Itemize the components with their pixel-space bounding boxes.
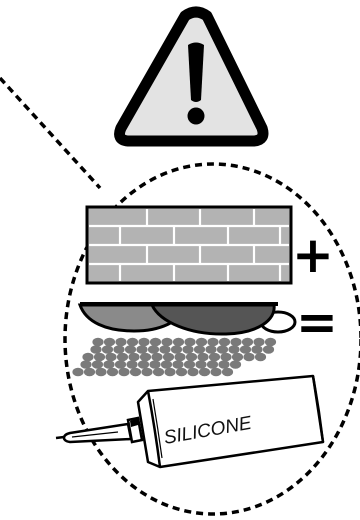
pebble <box>126 360 137 369</box>
pebble <box>196 338 207 347</box>
pebble <box>218 360 229 369</box>
pebble <box>199 368 210 377</box>
pebble <box>197 353 208 362</box>
pebble <box>161 338 172 347</box>
pebble <box>150 338 161 347</box>
pebble <box>172 360 183 369</box>
pebble <box>255 353 266 362</box>
pebble <box>128 353 139 362</box>
pebble <box>84 368 95 377</box>
pebble <box>82 353 93 362</box>
pebble <box>163 353 174 362</box>
pebble <box>161 360 172 369</box>
pebble <box>230 360 241 369</box>
pebble <box>230 338 241 347</box>
pebble <box>102 345 113 354</box>
pebble <box>184 338 195 347</box>
pebble <box>209 353 220 362</box>
pebble <box>107 368 118 377</box>
warning-triangle-icon <box>120 12 263 141</box>
pebble <box>210 368 221 377</box>
pebble <box>253 338 264 347</box>
pebble <box>94 353 105 362</box>
pebble <box>138 360 149 369</box>
pebble <box>176 368 187 377</box>
pebble <box>80 360 91 369</box>
pebble <box>242 338 253 347</box>
pebble <box>240 345 251 354</box>
pebble <box>113 345 124 354</box>
pebble <box>184 360 195 369</box>
pebble <box>222 368 233 377</box>
pebble <box>159 345 170 354</box>
silicone-tube-icon <box>56 376 323 467</box>
pebble <box>228 345 239 354</box>
pebble <box>72 368 83 377</box>
pebble <box>125 345 136 354</box>
pebble <box>207 360 218 369</box>
pebble <box>243 353 254 362</box>
pebble <box>164 368 175 377</box>
pebble <box>182 345 193 354</box>
stone-discs <box>80 304 295 334</box>
pebble <box>95 368 106 377</box>
pebble <box>105 353 116 362</box>
pebble <box>251 345 262 354</box>
pebble <box>130 368 141 377</box>
pebble <box>140 353 151 362</box>
pebble <box>265 338 276 347</box>
pebble <box>92 338 103 347</box>
pebble <box>136 345 147 354</box>
pebble <box>187 368 198 377</box>
gravel-pebbles <box>72 338 276 377</box>
pebble <box>186 353 197 362</box>
pebble <box>153 368 164 377</box>
pebble <box>141 368 152 377</box>
leader-line <box>0 78 100 188</box>
pebble <box>207 338 218 347</box>
pebble <box>194 345 205 354</box>
pebble <box>118 368 129 377</box>
pebble <box>174 353 185 362</box>
brick-wall-icon <box>87 207 291 283</box>
pebble <box>151 353 162 362</box>
pebble <box>127 338 138 347</box>
pebble <box>219 338 230 347</box>
pebble <box>263 345 274 354</box>
pebble <box>171 345 182 354</box>
pebble <box>92 360 103 369</box>
pebble <box>217 345 228 354</box>
plus-sign: + <box>292 226 334 284</box>
pebble <box>104 338 115 347</box>
pebble <box>117 353 128 362</box>
pebble <box>138 338 149 347</box>
pebble <box>220 353 231 362</box>
pebble <box>149 360 160 369</box>
pebble <box>148 345 159 354</box>
equals-sign: = <box>296 293 338 351</box>
pebble <box>195 360 206 369</box>
pebble <box>115 360 126 369</box>
exclamation-dot <box>188 108 205 125</box>
pebble <box>173 338 184 347</box>
pebble <box>103 360 114 369</box>
pebble <box>232 353 243 362</box>
pebble <box>115 338 126 347</box>
pebble <box>205 345 216 354</box>
pebble <box>90 345 101 354</box>
